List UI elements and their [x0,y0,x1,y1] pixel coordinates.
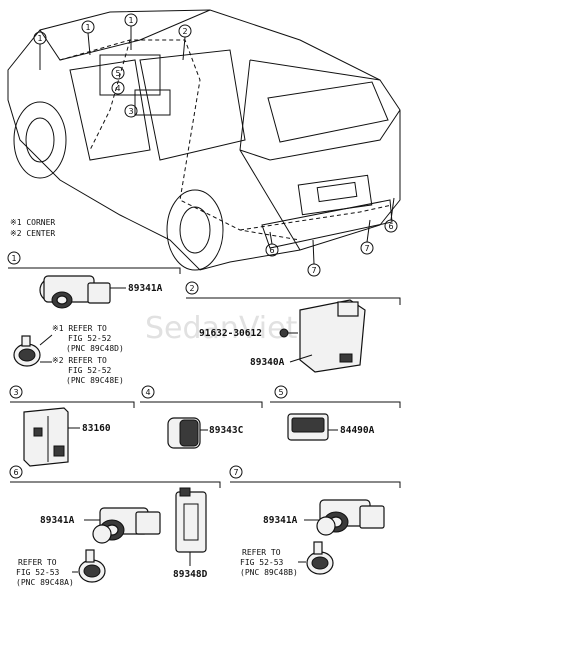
sensor-retainer-1 [13,335,41,367]
svg-text:1: 1 [37,34,42,43]
legend-center: ※2 CENTER [10,229,55,238]
part-84490A: 84490A [340,425,375,436]
part-89341A-7: 89341A [263,515,298,526]
connector-89343C [167,417,201,449]
clearance-sonar-ecu [299,299,366,373]
sensor-retainer-7 [306,541,334,575]
svg-text:6: 6 [269,246,274,255]
callout-6b: 6 [384,197,398,233]
part-89340A: 89340A [250,357,285,368]
svg-text:7: 7 [364,244,369,253]
vehicle-illustration [7,9,401,271]
ultrasonic-sensor-89341A-a [39,275,111,309]
svg-text:4: 4 [145,388,150,397]
svg-text:FIG 52-52: FIG 52-52 [68,334,112,343]
section-1: 1 89341A ※1 REFER TO FIG 52-52 (PNC 89C4… [7,251,181,385]
callout-6a: 6 [265,231,279,257]
callout-7b: 7 [360,219,374,255]
callout-1b: 1 [81,20,95,56]
svg-text:5: 5 [278,388,283,397]
svg-text:(PNC 89C48B): (PNC 89C48B) [240,568,298,577]
section-7: 7 89341A REFER TO FIG 52-53 (PNC 89C48B) [229,465,401,577]
bolt-icon [279,328,298,338]
callout-3: 3 [124,104,138,118]
svg-text:1: 1 [11,254,16,263]
svg-text:7: 7 [233,468,238,477]
svg-text:4: 4 [115,84,120,93]
section-6: 6 89341A REFER TO FIG 52-53 (PNC 89C48A)… [9,465,221,587]
part-89341A-1: 89341A [128,283,163,294]
svg-text:(PNC 89C48E): (PNC 89C48E) [66,376,124,385]
svg-text:1: 1 [85,23,90,32]
callout-4: 4 [111,81,125,95]
section-4: 4 89343C [140,385,263,449]
svg-text:FIG 52-52: FIG 52-52 [68,366,112,375]
callout-1a: 1 [33,31,47,70]
svg-text:3: 3 [13,388,18,397]
svg-text:(PNC 89C48A): (PNC 89C48A) [16,578,74,587]
part-89341A-6: 89341A [40,515,75,526]
ultrasonic-sensor-89341A-b [92,507,161,544]
sonar-buzzer [23,407,69,467]
legend-corner: ※1 CORNER [10,218,55,227]
svg-text:※2 REFER TO: ※2 REFER TO [52,356,107,365]
car-callouts: 1 1 1 2 3 4 5 6 7 6 7 [33,13,398,277]
svg-text:3: 3 [128,107,133,116]
part-91632-30612: 91632-30612 [199,328,262,339]
svg-text:2: 2 [182,27,187,36]
svg-text:REFER TO: REFER TO [18,558,57,567]
svg-text:5: 5 [115,69,120,78]
sensor-retainer-6 [78,549,106,583]
svg-text:6: 6 [388,222,393,231]
svg-text:※1 REFER TO: ※1 REFER TO [52,324,107,333]
svg-text:1: 1 [128,16,133,25]
svg-text:REFER TO: REFER TO [242,548,281,557]
svg-text:(PNC 89C48D): (PNC 89C48D) [66,344,124,353]
section-3: 3 83160 [9,385,135,467]
svg-text:7: 7 [311,266,316,275]
part-89348D: 89348D [173,569,208,580]
sonar-switch [287,413,329,441]
callout-5: 5 [111,66,125,80]
svg-text:FIG 52-53: FIG 52-53 [16,568,60,577]
section-2: 2 91632-30612 89340A [185,281,401,373]
callout-7a: 7 [307,239,321,277]
callout-2: 2 [178,24,192,61]
callout-1c: 1 [124,13,138,50]
ultrasonic-sensor-89341A-c [316,499,385,536]
sensor-bracket-89348D [175,487,207,553]
part-83160: 83160 [82,423,111,434]
svg-text:2: 2 [189,284,194,293]
svg-text:6: 6 [13,468,18,477]
svg-text:FIG 52-53: FIG 52-53 [240,558,284,567]
section-5: 5 84490A [270,385,401,441]
part-89343C: 89343C [209,425,244,436]
